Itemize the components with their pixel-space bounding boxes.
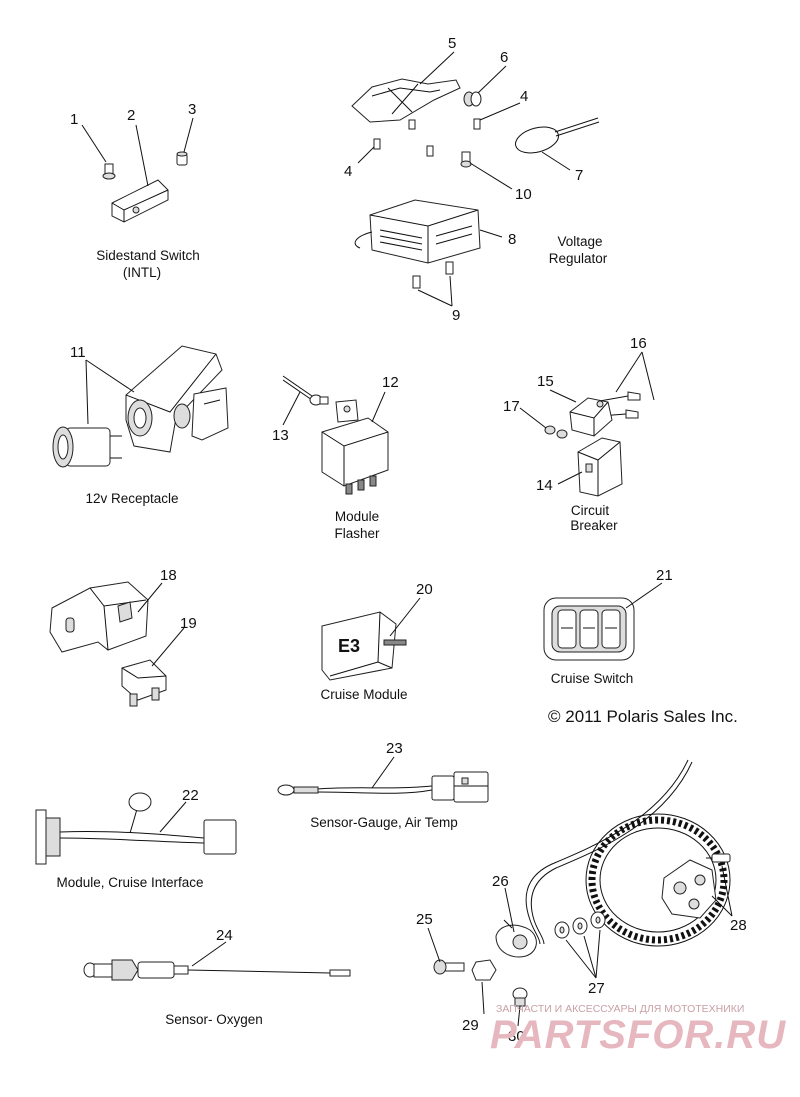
- part-23-air-temp-sensor: [277, 771, 489, 803]
- callout-26: 26: [492, 873, 509, 890]
- receptacle-assembly: 11 12v Receptacle: [52, 344, 229, 506]
- callout-10: 10: [515, 186, 532, 203]
- label-breaker-line1: Circuit: [571, 503, 610, 518]
- label-sidestand-line2: (INTL): [123, 265, 161, 280]
- callout-29: 29: [462, 1017, 479, 1034]
- callout-25: 25: [416, 911, 433, 928]
- part-27-washers: [554, 911, 606, 939]
- voltage-regulator-assembly: 5 6 4 4 7 10 8 9 Voltage Regulator: [344, 35, 608, 324]
- callout-14: 14: [536, 477, 553, 494]
- part-20-cruise-module: E3: [321, 611, 407, 681]
- cruise-switch-assembly: 21 Cruise Switch: [543, 567, 673, 686]
- label-cruise-module: Cruise Module: [320, 687, 407, 702]
- callout-3: 3: [188, 101, 196, 118]
- callout-18: 18: [160, 567, 177, 584]
- part-22-cruise-interface-harness: [35, 792, 237, 865]
- callout-13: 13: [272, 427, 289, 444]
- label-breaker-line2: Breaker: [570, 518, 618, 533]
- callout-22: 22: [182, 787, 199, 804]
- callout-8: 8: [508, 231, 516, 248]
- callout-20: 20: [416, 581, 433, 598]
- callout-15: 15: [537, 373, 554, 390]
- part-4-screws: [373, 118, 481, 157]
- callout-2: 2: [127, 107, 135, 124]
- oxygen-sensor-assembly: 24 Sensor- Oxygen: [83, 927, 351, 1027]
- callout-24: 24: [216, 927, 233, 944]
- copyright: © 2011 Polaris Sales Inc.: [548, 707, 738, 726]
- callout-11: 11: [70, 344, 86, 361]
- label-voltage-line1: Voltage: [557, 234, 602, 249]
- callout-1: 1: [70, 111, 78, 128]
- callout-4-lower: 4: [344, 163, 352, 180]
- label-receptacle: 12v Receptacle: [85, 491, 178, 506]
- watermark-tagline: ЗАПЧАСТИ И АКСЕССУАРЫ ДЛЯ МОТОТЕХНИКИ: [496, 1003, 744, 1015]
- callout-7: 7: [575, 167, 583, 184]
- callout-4-upper: 4: [520, 88, 528, 105]
- label-cruise-interface: Module, Cruise Interface: [56, 875, 203, 890]
- label-cruise-switch: Cruise Switch: [551, 671, 634, 686]
- label-voltage-line2: Regulator: [549, 251, 608, 266]
- part-2-sidestand-switch: [111, 179, 169, 223]
- relay-fuse-assembly: 18 19: [49, 567, 197, 707]
- label-flasher-line1: Module: [335, 509, 379, 524]
- part-11-receptacle-socket: [52, 426, 122, 468]
- callout-23: 23: [386, 740, 403, 757]
- callout-9: 9: [452, 307, 460, 324]
- watermark: ЗАПЧАСТИ И АКСЕССУАРЫ ДЛЯ МОТОТЕХНИКИ PA…: [490, 1003, 786, 1057]
- flasher-assembly: 13 12 Module Flasher: [272, 374, 399, 541]
- module-marking: E3: [338, 636, 360, 656]
- speed-sensor-assembly: 26 25 27 28 29 30: [416, 759, 747, 1045]
- sidestand-switch-assembly: 1 2 3 Sidestand Switch (INTL): [70, 101, 200, 280]
- label-sidestand-line1: Sidestand Switch: [96, 248, 200, 263]
- callout-16: 16: [630, 335, 647, 352]
- air-temp-sensor-assembly: 23 Sensor-Gauge, Air Temp: [277, 740, 489, 830]
- watermark-brand: PARTSFOR.RU: [490, 1013, 786, 1057]
- part-16-screws: [593, 391, 641, 419]
- part-24-oxygen-sensor: [83, 959, 351, 981]
- cruise-interface-assembly: 22 Module, Cruise Interface: [35, 787, 237, 890]
- label-air-temp: Sensor-Gauge, Air Temp: [310, 815, 458, 830]
- label-flasher-line2: Flasher: [334, 526, 380, 541]
- part-8-voltage-regulator: [354, 199, 481, 264]
- part-25-bolt: [433, 959, 465, 975]
- part-14-breaker-cover: [577, 437, 623, 497]
- part-1-screw: [102, 163, 116, 180]
- label-oxygen: Sensor- Oxygen: [165, 1012, 263, 1027]
- callout-30: 30: [508, 1028, 525, 1045]
- part-6-grommet: [463, 91, 482, 107]
- part-12-flasher-module: [321, 399, 389, 495]
- part-3-nut: [176, 151, 188, 166]
- part-15-breaker-body: [569, 397, 613, 437]
- part-26-speed-sensor: [495, 919, 537, 958]
- callout-12: 12: [382, 374, 399, 391]
- part-11-receptacle-housing: [125, 345, 229, 453]
- callout-27: 27: [588, 980, 605, 997]
- part-7-cable-tie: [515, 117, 600, 154]
- callout-19: 19: [180, 615, 197, 632]
- circuit-breaker-assembly: 16 15 17 14 Circuit Breaker: [503, 335, 655, 533]
- part-13-probe: [282, 375, 329, 406]
- callout-6: 6: [500, 49, 508, 66]
- part-9-bolts: [412, 261, 454, 289]
- part-10-clip: [460, 151, 472, 168]
- sensor-cable: [525, 759, 693, 945]
- callout-5: 5: [448, 35, 456, 52]
- part-19-mini-fuse: [121, 659, 167, 707]
- part-21-cruise-switch: [543, 597, 635, 661]
- part-28-sensor-bracket: [661, 853, 731, 919]
- part-5-bracket: [351, 78, 461, 123]
- tone-ring: [585, 813, 731, 947]
- callout-28: 28: [730, 917, 747, 934]
- part-18-connector-housing: [49, 581, 149, 653]
- part-29-nut: [471, 959, 497, 981]
- cruise-module-assembly: E3 20 Cruise Module: [320, 581, 432, 702]
- callout-17: 17: [503, 398, 520, 415]
- part-17-nuts: [544, 425, 568, 439]
- callout-21: 21: [656, 567, 673, 584]
